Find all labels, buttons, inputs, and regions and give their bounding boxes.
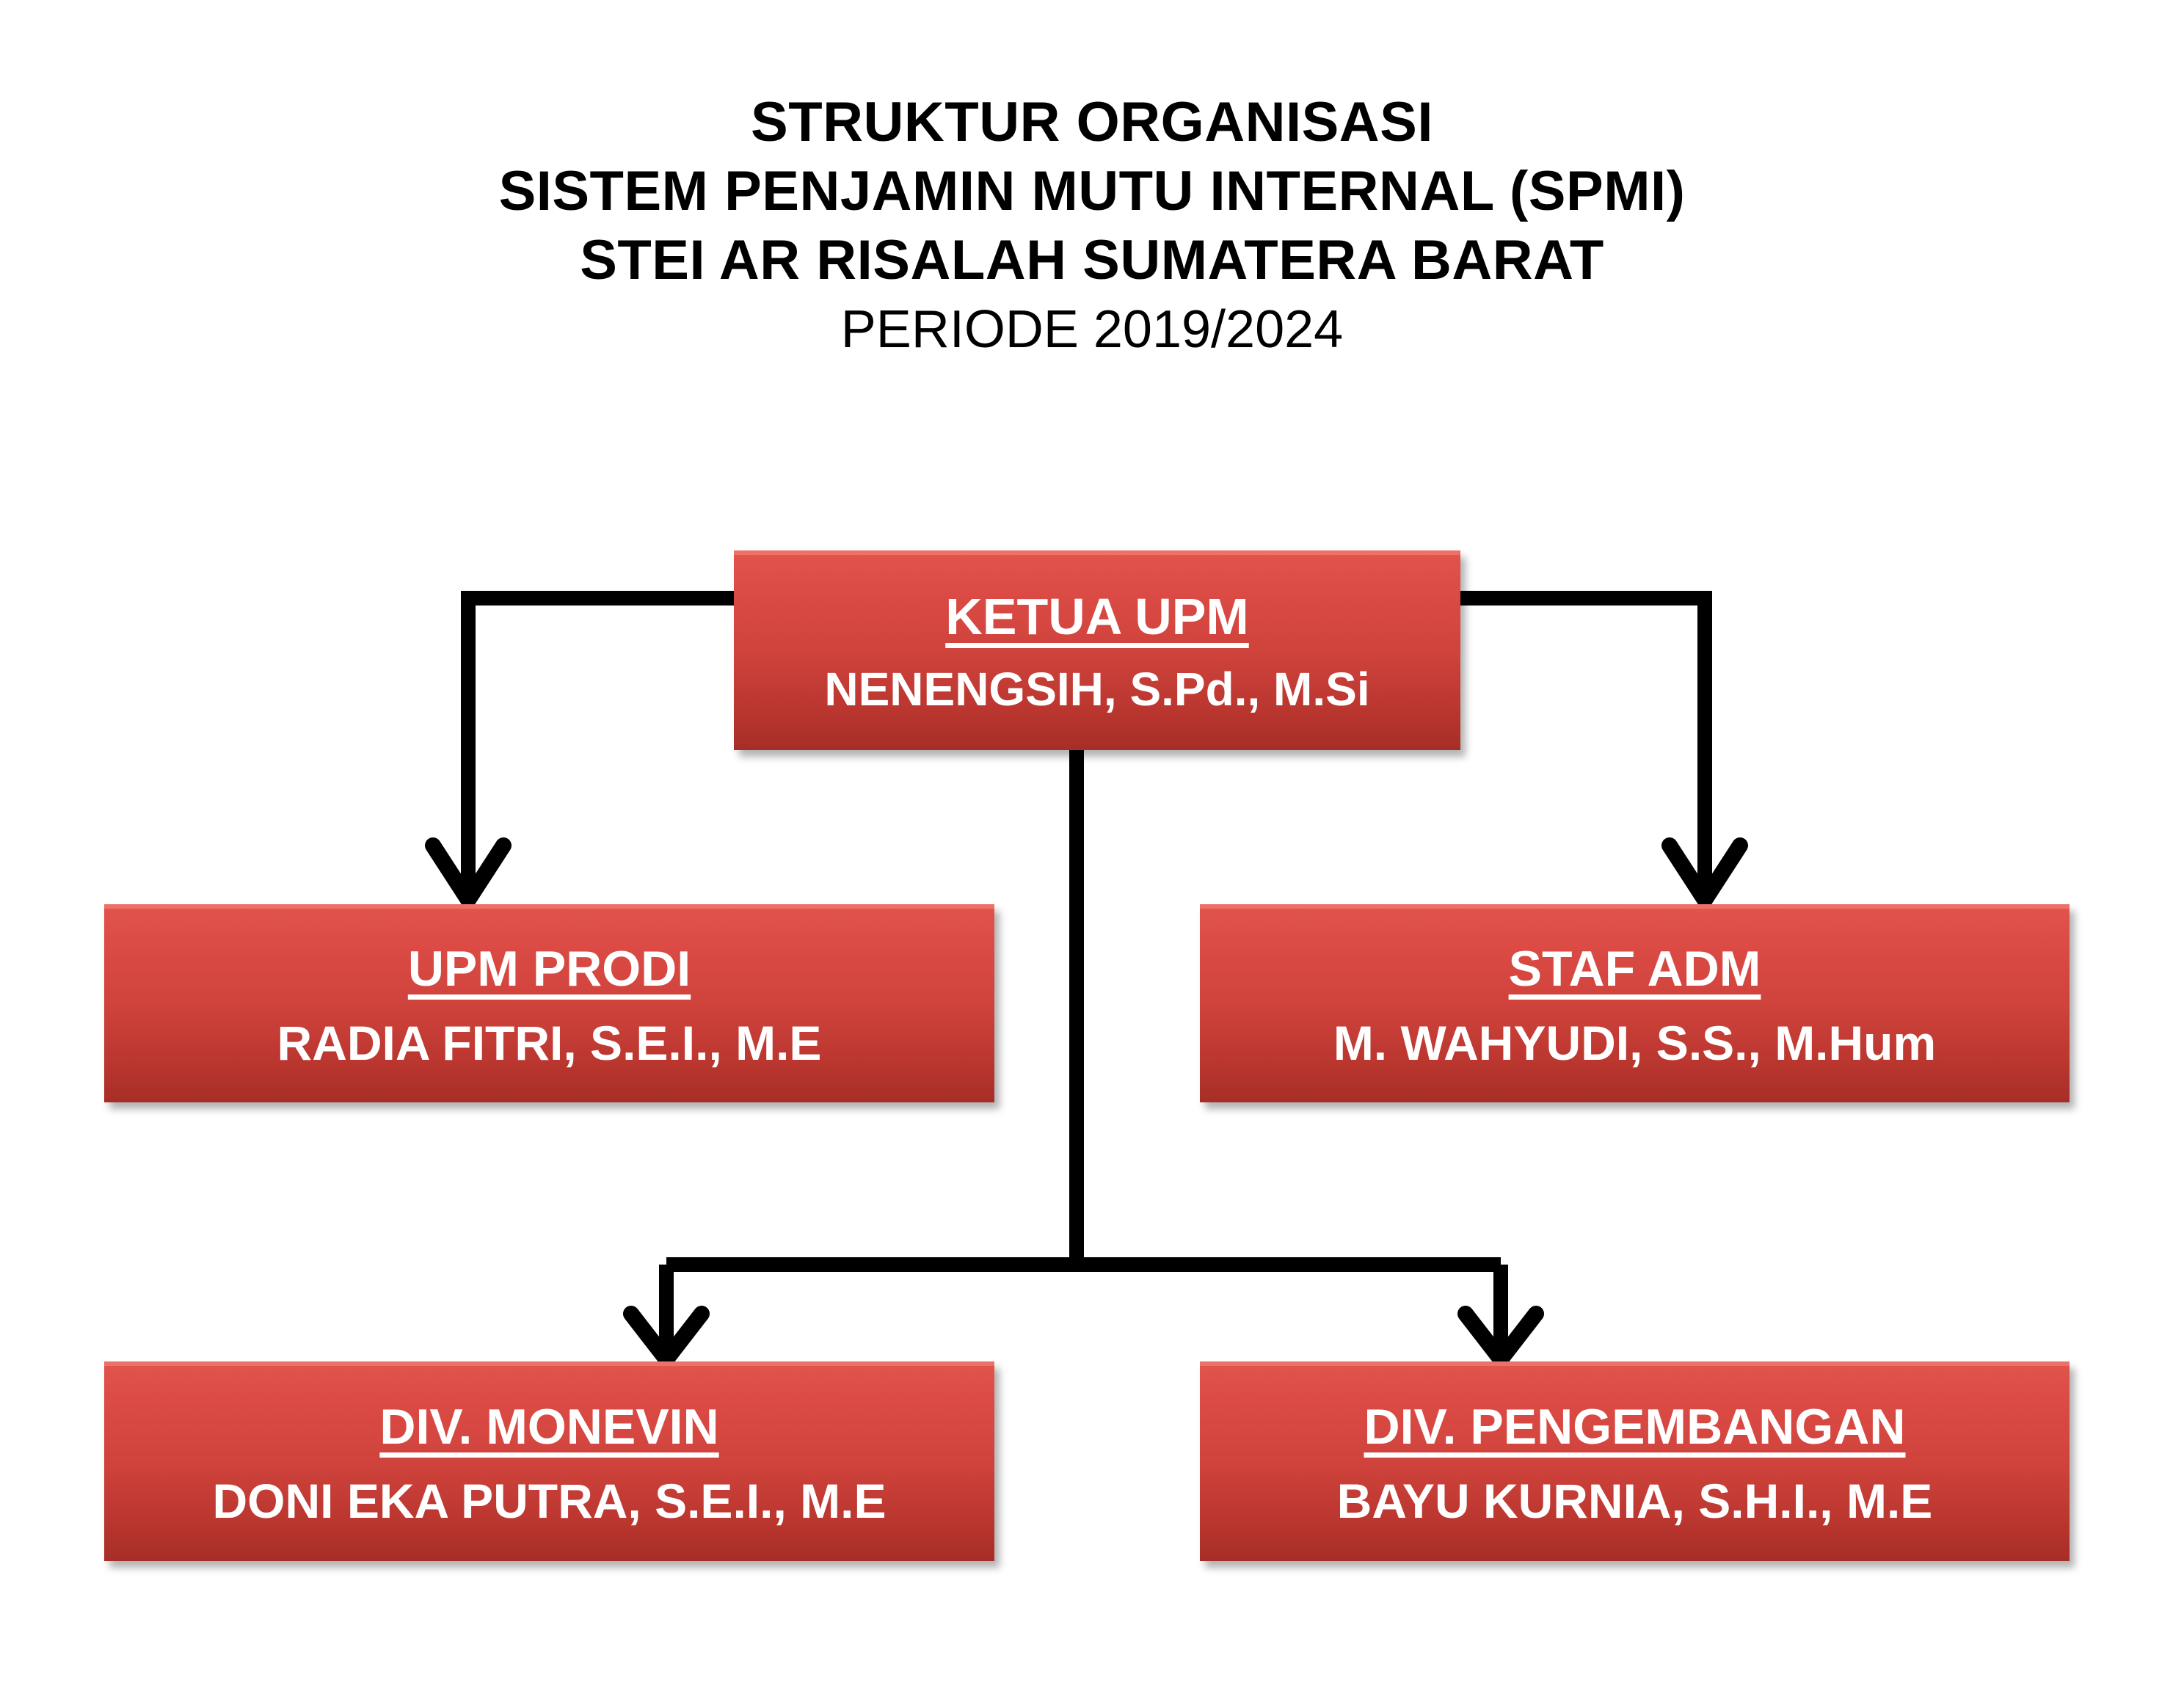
edge-ketua-to-upm-prodi [461, 591, 734, 844]
title-line-1: STRUKTUR ORGANISASI [751, 91, 1433, 153]
title-period: PERIODE 2019/2024 [840, 300, 1344, 359]
title-line-3: STEI AR RISALAH SUMATERA BARAT [580, 229, 1604, 291]
arrowhead-staf-adm [1661, 837, 1748, 915]
node-div-pengembangan[interactable]: DIV. PENGEMBANGAN BAYU KURNIA, S.H.I., M… [1200, 1361, 2070, 1561]
edge-ketua-to-staf-adm [1460, 591, 1712, 844]
node-staf-adm[interactable]: STAF ADM M. WAHYUDI, S.S., M.Hum [1200, 904, 2070, 1102]
node-staf-adm-person: M. WAHYUDI, S.S., M.Hum [1333, 1016, 1937, 1070]
node-div-pengembangan-person: BAYU KURNIA, S.H.I., M.E [1336, 1474, 1933, 1528]
node-div-monevin-title: DIV. MONEVIN [379, 1399, 719, 1455]
node-upm-prodi-person: RADIA FITRI, S.E.I., M.E [277, 1016, 822, 1070]
node-ketua-upm[interactable]: KETUA UPM NENENGSIH, S.Pd., M.Si [734, 550, 1460, 750]
arrowhead-div-monevin [623, 1306, 710, 1372]
chart-title-block: STRUKTUR ORGANISASI SISTEM PENJAMIN MUTU… [0, 88, 2184, 364]
arrowhead-div-pengembangan [1457, 1306, 1544, 1372]
node-div-pengembangan-title: DIV. PENGEMBANGAN [1364, 1399, 1906, 1455]
node-ketua-upm-person: NENENGSIH, S.Pd., M.Si [824, 663, 1370, 716]
node-ketua-upm-title: KETUA UPM [945, 588, 1249, 645]
node-upm-prodi[interactable]: UPM PRODI RADIA FITRI, S.E.I., M.E [104, 904, 994, 1102]
node-staf-adm-title: STAF ADM [1508, 941, 1761, 997]
node-div-monevin-person: DONI EKA PUTRA, S.E.I., M.E [212, 1474, 887, 1528]
node-upm-prodi-title: UPM PRODI [407, 941, 691, 997]
arrowhead-upm-prodi [425, 837, 512, 915]
node-div-monevin[interactable]: DIV. MONEVIN DONI EKA PUTRA, S.E.I., M.E [104, 1361, 994, 1561]
title-line-2: SISTEM PENJAMIN MUTU INTERNAL (SPMI) [498, 160, 1686, 222]
